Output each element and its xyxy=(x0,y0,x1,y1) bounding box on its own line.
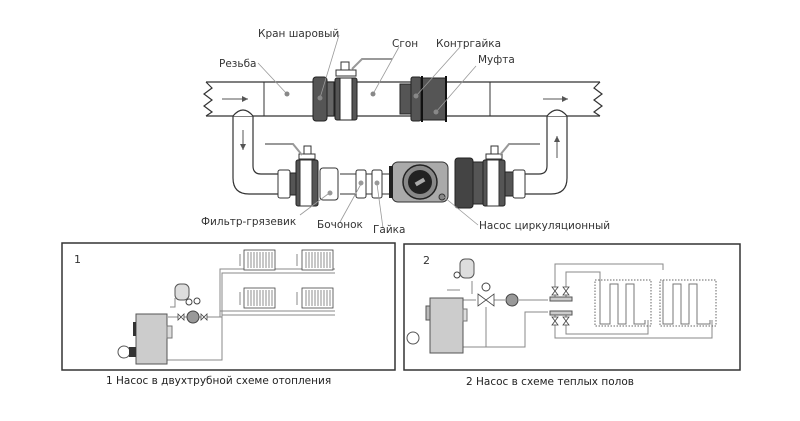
floor-zone xyxy=(594,279,652,327)
bypass-valve-left xyxy=(265,143,319,207)
bypass-valve-right xyxy=(454,143,540,209)
panel-1-caption: 1 Насос в двухтрубной схеме отопления xyxy=(106,375,331,387)
three-way-valve xyxy=(477,293,495,307)
pipe-break-right xyxy=(592,81,603,117)
radiator xyxy=(301,287,334,309)
boiler xyxy=(429,297,464,354)
valve-handle xyxy=(499,143,540,156)
pump xyxy=(186,310,200,324)
valve-handle xyxy=(351,58,392,70)
main-ball-valve xyxy=(312,58,392,122)
main-pipe xyxy=(203,81,603,117)
panel-two-pipe-heating: 1 xyxy=(61,242,396,371)
leader-dots xyxy=(284,91,439,115)
pipe-break-left xyxy=(203,81,214,117)
label-coupling: Муфта xyxy=(478,54,515,66)
radiator xyxy=(243,249,276,271)
pump xyxy=(505,293,519,307)
label-spigot: Сгон xyxy=(392,38,418,50)
label-locknut: Контргайка xyxy=(436,38,501,50)
strainer xyxy=(319,167,339,201)
expansion-tank xyxy=(174,283,190,301)
circulation-pump xyxy=(389,161,449,203)
panel-underfloor-heating: 2 xyxy=(403,243,741,371)
floor-loop xyxy=(662,280,711,325)
panel-2-caption: 2 Насос в схеме теплых полов xyxy=(466,376,634,388)
leader-lines xyxy=(257,34,479,229)
label-thread: Резьба xyxy=(219,58,256,70)
valve-handle xyxy=(265,143,303,156)
label-strainer: Фильтр-грязевик xyxy=(201,216,296,228)
panel-number: 2 xyxy=(423,254,430,267)
floor-zone xyxy=(659,279,717,327)
label-barrel-nipple: Бочонок xyxy=(317,219,363,231)
locknut-coupling xyxy=(399,76,447,122)
radiators xyxy=(243,249,334,309)
floor-loop xyxy=(599,280,646,325)
label-ball-valve: Кран шаровый xyxy=(258,28,339,40)
manifold-supply xyxy=(549,296,573,302)
radiator xyxy=(301,249,334,271)
burner xyxy=(117,345,131,359)
expansion-tank xyxy=(459,258,475,279)
manifold-return xyxy=(549,310,573,316)
panel-number: 1 xyxy=(74,253,81,266)
boiler xyxy=(135,313,168,365)
label-nut: Гайка xyxy=(373,224,405,236)
label-circulation-pump: Насос циркуляционный xyxy=(479,220,610,232)
burner xyxy=(406,331,420,345)
radiator xyxy=(243,287,276,309)
